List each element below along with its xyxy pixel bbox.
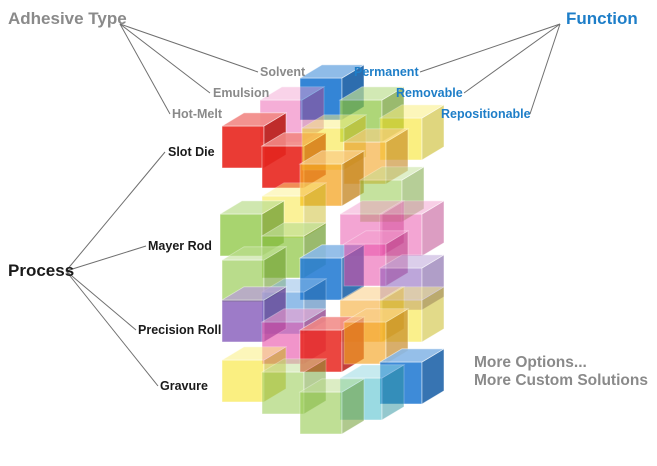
adhesive-option-solvent: Solvent: [260, 65, 306, 79]
connector-adhesive-solvent: [119, 23, 259, 73]
connector-function-permanent: [419, 23, 561, 73]
function-option-repositionable: Repositionable: [441, 107, 531, 121]
function-option-permanent: Permanent: [354, 65, 419, 79]
connector-function-repositionable: [529, 23, 561, 115]
connector-adhesive-hotmelt: [119, 23, 171, 115]
connector-process-gravure: [65, 270, 159, 387]
process-option-precision-roll: Precision Roll: [138, 323, 222, 337]
process-title: Process: [8, 261, 75, 280]
connector-function-removable: [463, 23, 561, 94]
connector-adhesive-emulsion: [119, 23, 211, 94]
more-options-text: More Options...: [474, 354, 587, 371]
process-option-mayer-rod: Mayer Rod: [148, 239, 212, 253]
process-option-slot-die: Slot Die: [168, 145, 215, 159]
adhesive-type-title: Adhesive Type: [8, 9, 127, 28]
process-option-gravure: Gravure: [160, 379, 208, 393]
cube: [298, 378, 366, 435]
adhesive-option-emulsion: Emulsion: [213, 86, 270, 100]
cube: [378, 200, 446, 257]
connector-process-precisionroll: [65, 270, 137, 331]
connector-process-mayerrod: [65, 245, 147, 272]
function-title: Function: [566, 9, 638, 28]
function-option-removable: Removable: [396, 86, 463, 100]
cube: [298, 150, 366, 207]
more-custom-solutions-text: More Custom Solutions: [474, 372, 648, 389]
adhesive-option-hotmelt: Hot-Melt: [172, 107, 222, 121]
connector-process-slotdie: [65, 151, 166, 272]
